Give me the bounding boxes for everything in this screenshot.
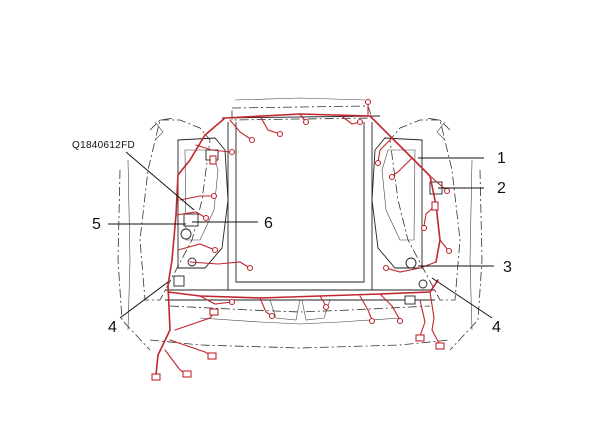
diagram-reference-code: Q1840612FD: [72, 140, 135, 151]
callout-5: 5: [92, 216, 101, 233]
callout-2: 2: [497, 180, 506, 197]
component-right-bracket-assembly: [404, 181, 443, 305]
leader-4-left: [119, 281, 169, 319]
component-left-bracket-assembly: [173, 149, 219, 287]
callout-6: 6: [264, 215, 273, 232]
callout-4-left: 4: [108, 319, 117, 336]
harness-connectors: [151, 98, 453, 381]
wiring-harness: [155, 103, 449, 376]
callout-4-right: 4: [492, 319, 501, 336]
callout-1: 1: [497, 150, 506, 167]
leader-4-right: [431, 277, 493, 319]
callout-leaders: [108, 151, 494, 319]
callout-3: 3: [503, 259, 512, 276]
leader-reference: [125, 151, 195, 211]
